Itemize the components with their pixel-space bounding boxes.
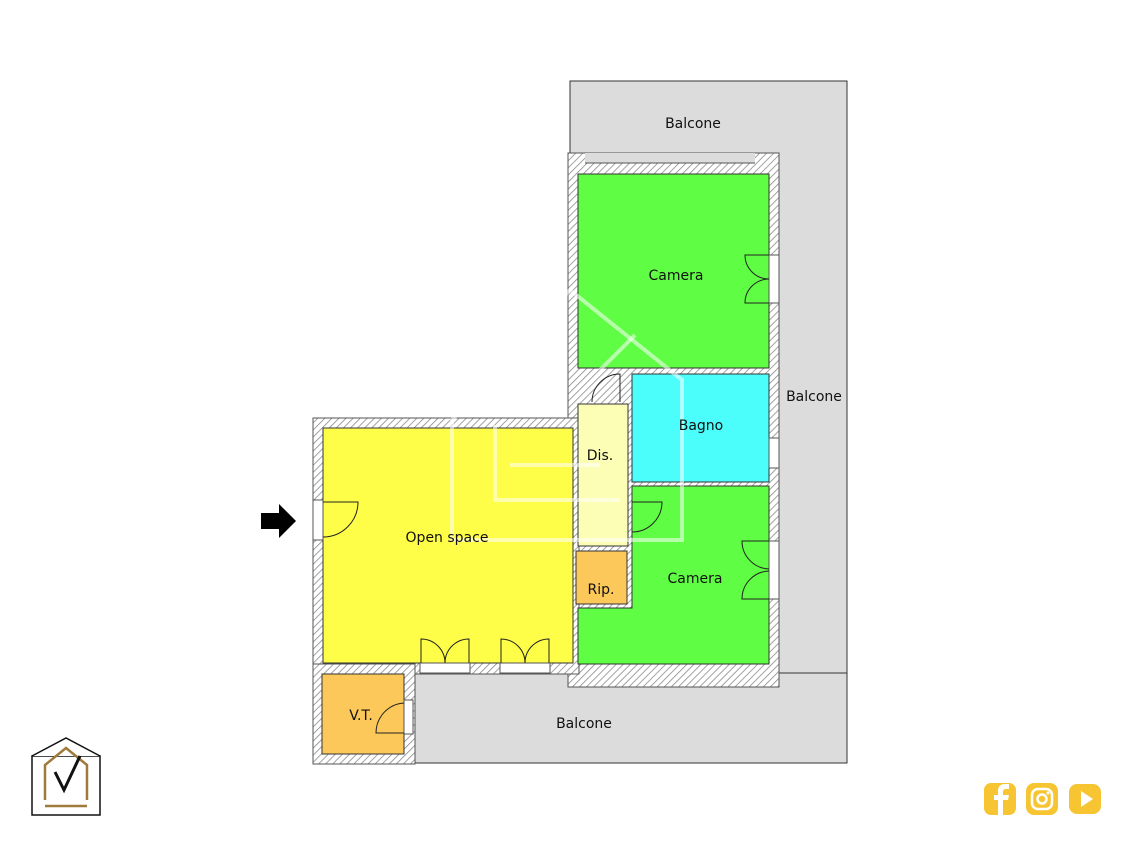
room-rip xyxy=(575,550,628,605)
label-open-space: Open space xyxy=(406,530,489,546)
room-camera-top xyxy=(577,173,770,369)
label-balcone-bottom: Balcone xyxy=(556,716,612,732)
youtube-icon[interactable] xyxy=(1069,784,1101,814)
label-vt: V.T. xyxy=(349,708,373,724)
label-balcone-top: Balcone xyxy=(665,116,721,132)
right-arrow-icon xyxy=(261,504,296,538)
label-rip: Rip. xyxy=(588,582,615,598)
label-bagno: Bagno xyxy=(679,418,724,434)
watermark-logo xyxy=(450,287,684,542)
room-open-space xyxy=(322,427,574,664)
door-swings xyxy=(322,254,770,734)
house-check-logo-icon xyxy=(31,737,101,816)
facebook-icon[interactable] xyxy=(984,783,1016,815)
room-vt xyxy=(321,673,405,755)
room-dis xyxy=(577,403,629,547)
room-bagno xyxy=(631,373,770,483)
room-camera-bottom xyxy=(577,485,770,665)
label-camera-top: Camera xyxy=(649,268,704,284)
instagram-icon[interactable] xyxy=(1026,783,1058,815)
label-dis: Dis. xyxy=(587,448,613,464)
label-balcone-right: Balcone xyxy=(786,389,842,405)
label-camera-bottom: Camera xyxy=(668,571,723,587)
balcony-bottom xyxy=(412,672,848,764)
